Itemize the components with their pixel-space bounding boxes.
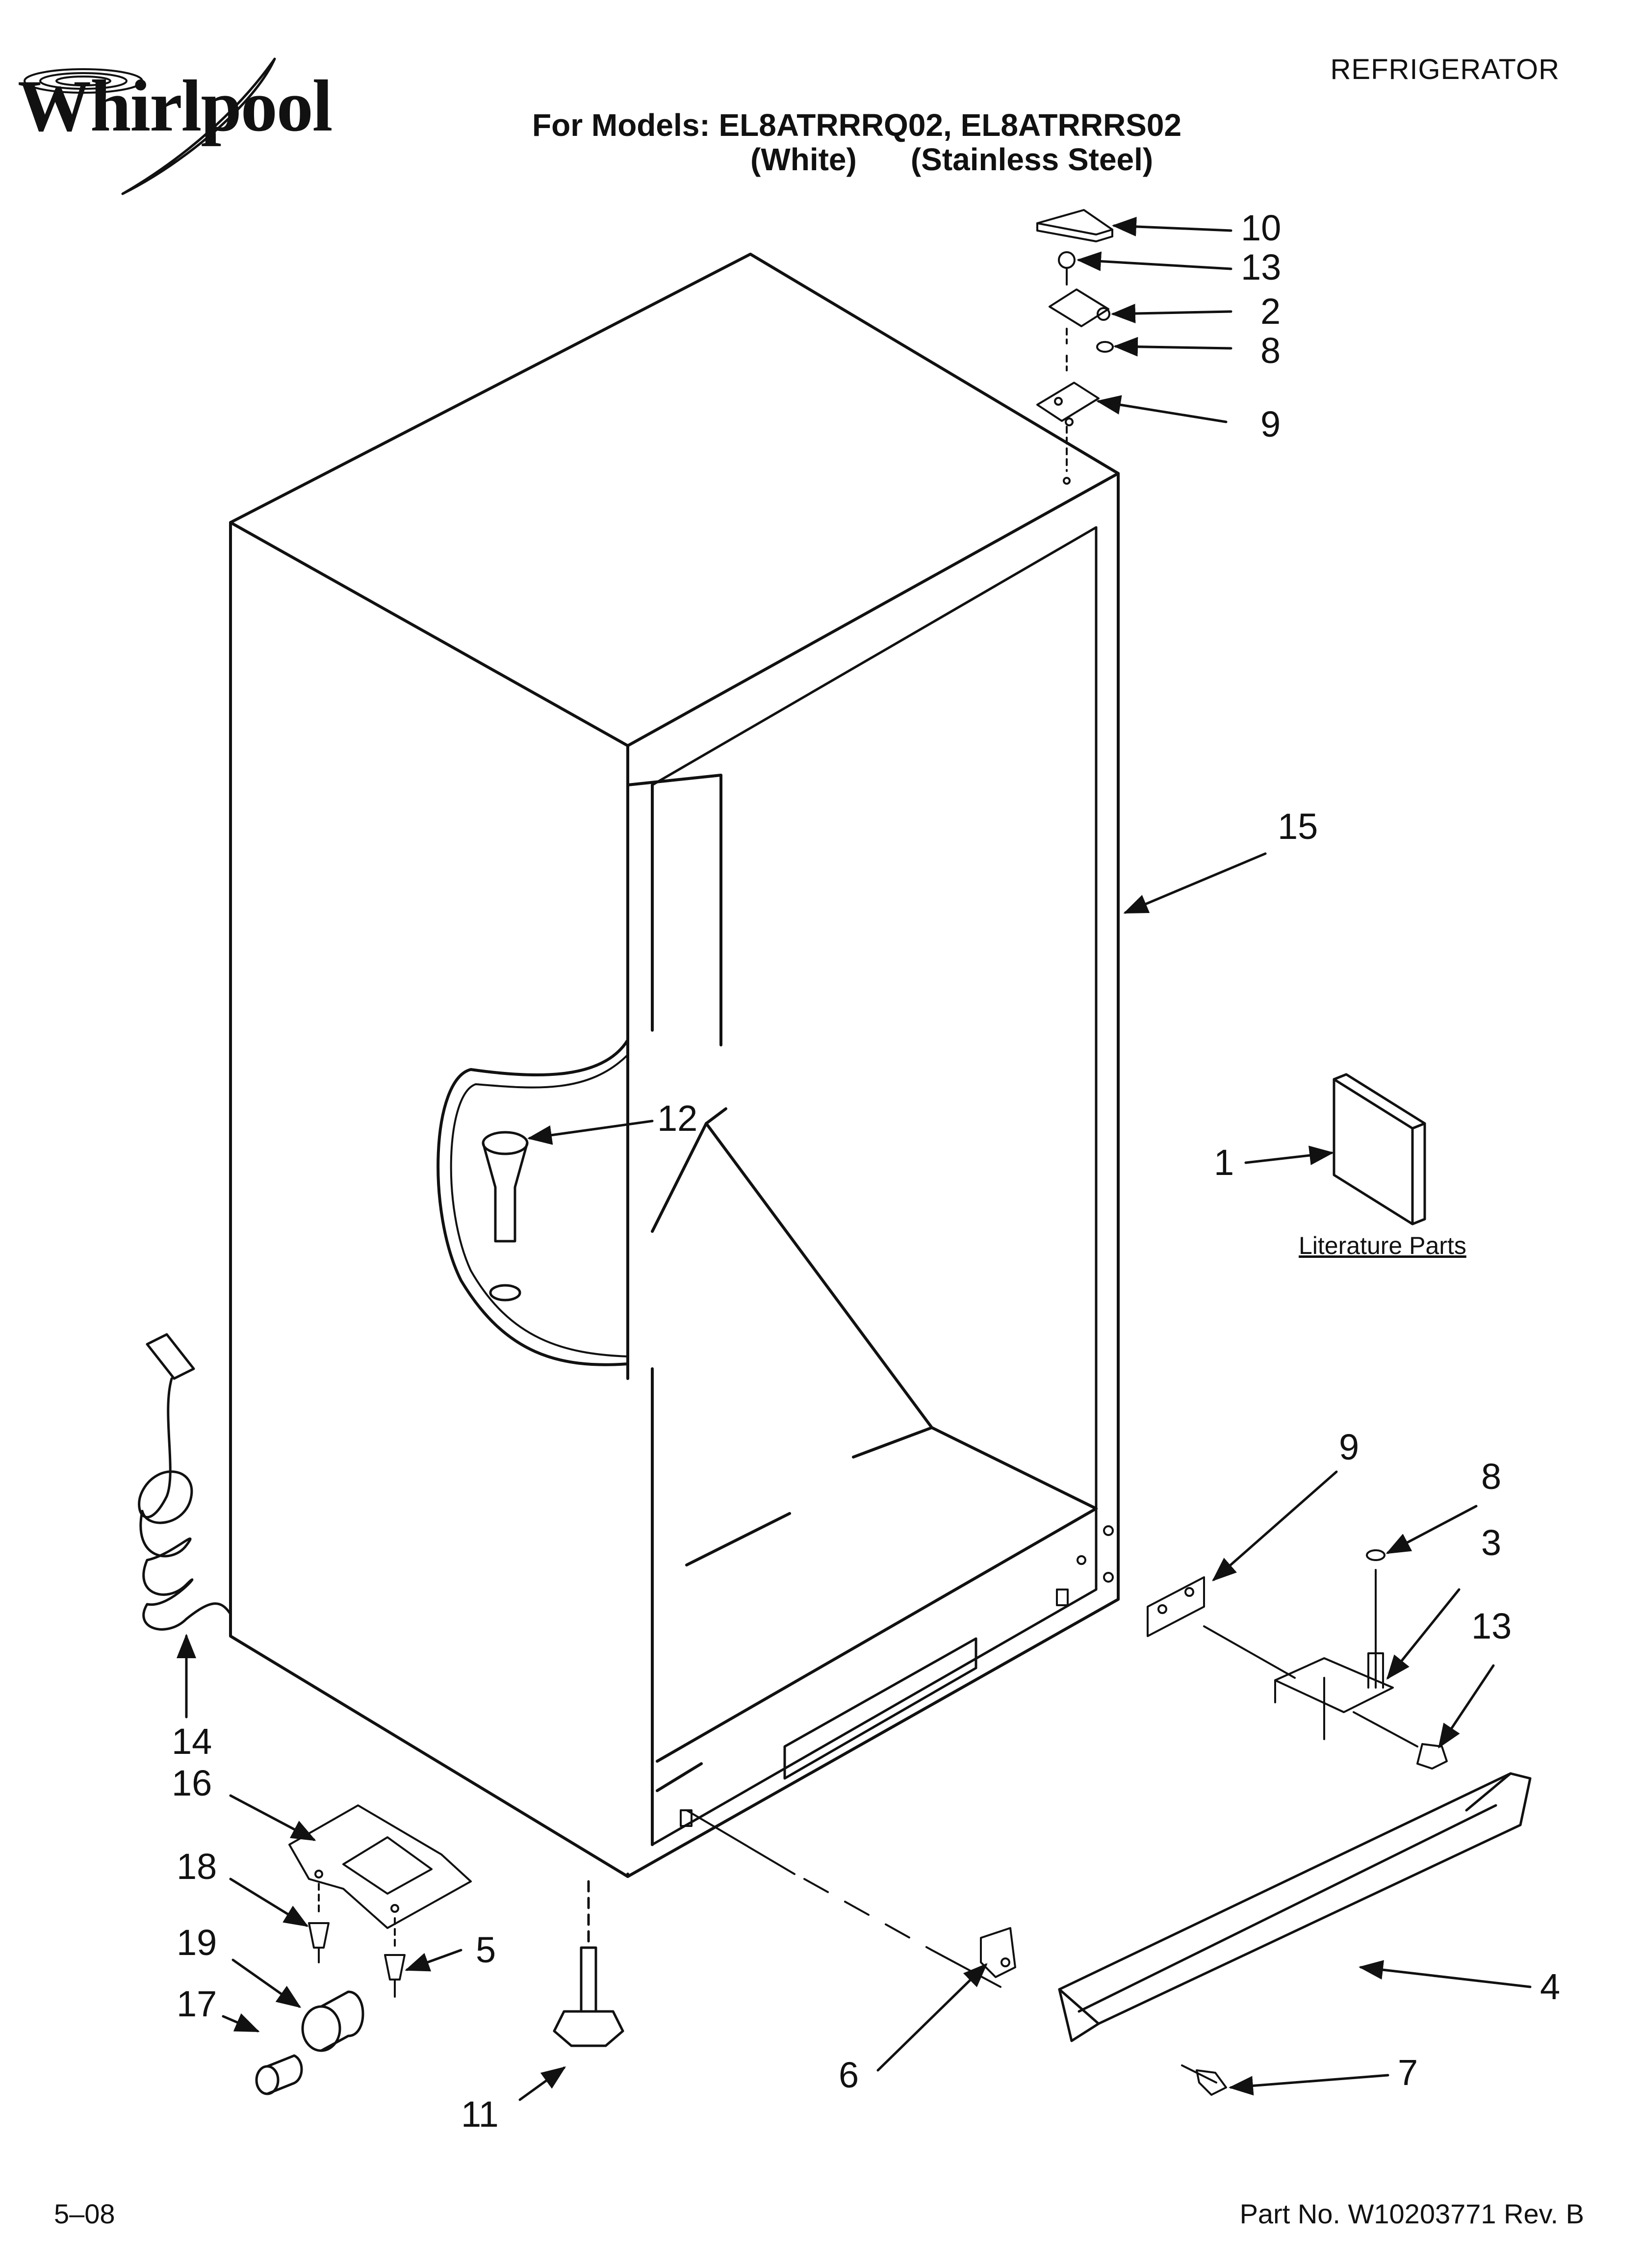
guide-line <box>686 1809 795 1875</box>
callout-2: 2 <box>1260 291 1281 332</box>
door-plug <box>482 1131 529 1302</box>
whirlpool-logo: Whirlpool <box>18 65 333 147</box>
screw-18 <box>308 1922 330 1963</box>
callout-12: 12 <box>657 1098 697 1139</box>
callout-6: 6 <box>839 2055 859 2095</box>
callout-14: 14 <box>172 1721 212 1762</box>
stabilizer-plate <box>288 1804 472 1949</box>
refrigerator-cabinet <box>229 253 1120 1878</box>
guide-line-end <box>931 1949 1001 1988</box>
screw-5 <box>384 1954 406 1998</box>
toe-grille <box>1058 1772 1532 2042</box>
callout-9-top: 9 <box>1260 404 1281 444</box>
spacer-19 <box>301 1990 364 2052</box>
callout-18: 18 <box>177 1846 217 1887</box>
callout-13-bottom: 13 <box>1471 1606 1512 1646</box>
logo-swirl <box>24 57 276 195</box>
category-label: REFRIGERATOR <box>1330 53 1560 85</box>
callout-4: 4 <box>1540 1966 1560 2007</box>
callout-11: 11 <box>461 2094 499 2135</box>
top-hinge-assembly <box>1036 209 1114 485</box>
callout-10: 10 <box>1241 208 1281 248</box>
callout-3: 3 <box>1481 1522 1501 1563</box>
grille-clip <box>980 1927 1016 1978</box>
callout-7: 7 <box>1398 2052 1418 2093</box>
footer-date: 5–08 <box>54 2198 115 2229</box>
callout-17: 17 <box>177 1983 217 2024</box>
bottom-hinge-assembly <box>1147 1549 1448 1770</box>
hinge-cover-top <box>1036 209 1113 235</box>
color-white: (White) <box>750 142 857 177</box>
color-stainless: (Stainless Steel) <box>910 142 1154 177</box>
callout-8-bottom: 8 <box>1481 1456 1501 1497</box>
callout-8-top: 8 <box>1260 330 1281 371</box>
power-cord <box>138 1333 232 1631</box>
literature-parts-label: Literature Parts <box>1299 1232 1466 1259</box>
model-colors: (White) (Stainless Steel) <box>750 141 1153 178</box>
models-line: For Models: EL8ATRRRQ02, EL8ATRRRS02 <box>532 107 1182 143</box>
callout-labels: 10 13 2 8 9 15 12 1 9 8 3 13 14 16 18 5 … <box>172 208 1560 2135</box>
literature-booklet <box>1333 1073 1426 1225</box>
callout-arrows <box>177 216 1532 2101</box>
screw-7 <box>1181 2064 1227 2096</box>
callout-19: 19 <box>177 1922 217 1963</box>
guide-line-dashed <box>803 1878 933 1951</box>
callout-5: 5 <box>476 1929 496 1970</box>
leveling-leg <box>553 1880 624 2047</box>
callout-15: 15 <box>1278 806 1318 847</box>
callout-13-top: 13 <box>1241 247 1281 287</box>
callout-16: 16 <box>172 1763 212 1803</box>
callout-1: 1 <box>1214 1142 1234 1183</box>
footer-part-number: Part No. W10203771 Rev. B <box>1239 2198 1584 2229</box>
pin-17 <box>255 2054 303 2095</box>
callout-9-bottom: 9 <box>1339 1427 1359 1467</box>
